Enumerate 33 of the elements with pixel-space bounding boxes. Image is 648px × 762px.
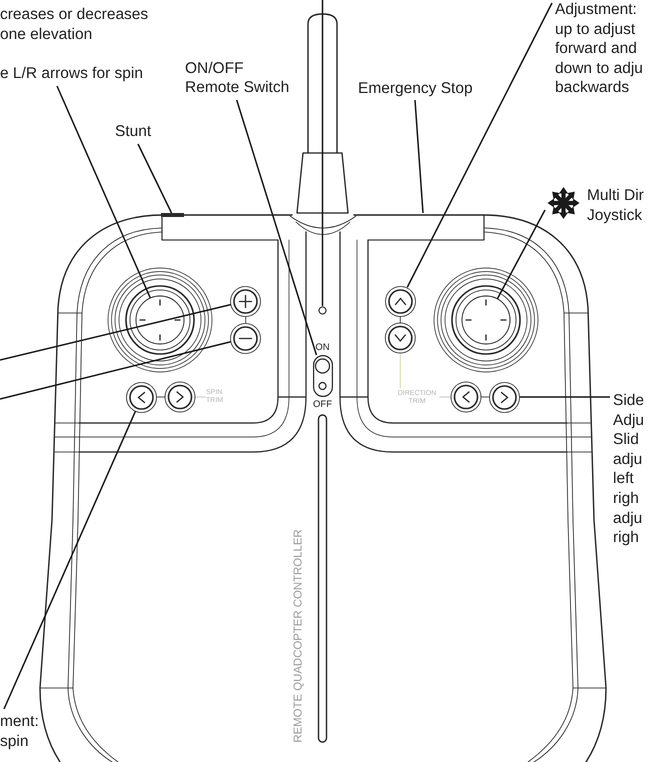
leader-line <box>496 210 546 299</box>
callout-text: e L/R arrows for spin <box>0 64 143 84</box>
plus-button <box>229 284 262 318</box>
right-arrow-button <box>488 380 521 414</box>
callout-text: Emergency Stop <box>358 78 473 98</box>
leader-line <box>137 144 172 214</box>
leader-line <box>406 2 553 288</box>
callout-text: Multi Dir Joystick <box>587 186 645 226</box>
callout-text: ment: spin <box>0 712 40 752</box>
leader-line <box>322 0 324 306</box>
vertical-caption: REMOTE QUADCOPTER CONTROLLER <box>292 529 305 743</box>
callout-text: ON/OFF Remote Switch <box>185 58 295 98</box>
callout-text: creases or decreases one elevation <box>0 5 150 44</box>
callout-text: Adjustment: up to adjust forward and down to adju backwards <box>555 0 645 98</box>
up-arrow-button <box>384 284 417 318</box>
joystick-knob <box>461 295 511 345</box>
callout-text: Stunt <box>115 122 152 142</box>
power-switch <box>313 355 333 397</box>
switch-position-label: OFF <box>313 398 332 410</box>
leader-line <box>3 410 136 710</box>
leader-line <box>0 340 231 400</box>
leader-line <box>520 396 610 398</box>
leader-line <box>0 304 231 361</box>
stunt-button <box>161 213 184 217</box>
callout-text: Side Adju Slid adju left righ adju righ <box>613 391 646 548</box>
joystick-knob <box>135 295 185 345</box>
leader-line <box>414 100 424 214</box>
switch-position-label: ON <box>315 342 330 353</box>
indicator-light <box>318 306 327 314</box>
minus-button <box>229 322 262 354</box>
leader-line <box>56 86 151 298</box>
left-arrow-button <box>125 380 158 414</box>
leader-line <box>236 100 318 356</box>
